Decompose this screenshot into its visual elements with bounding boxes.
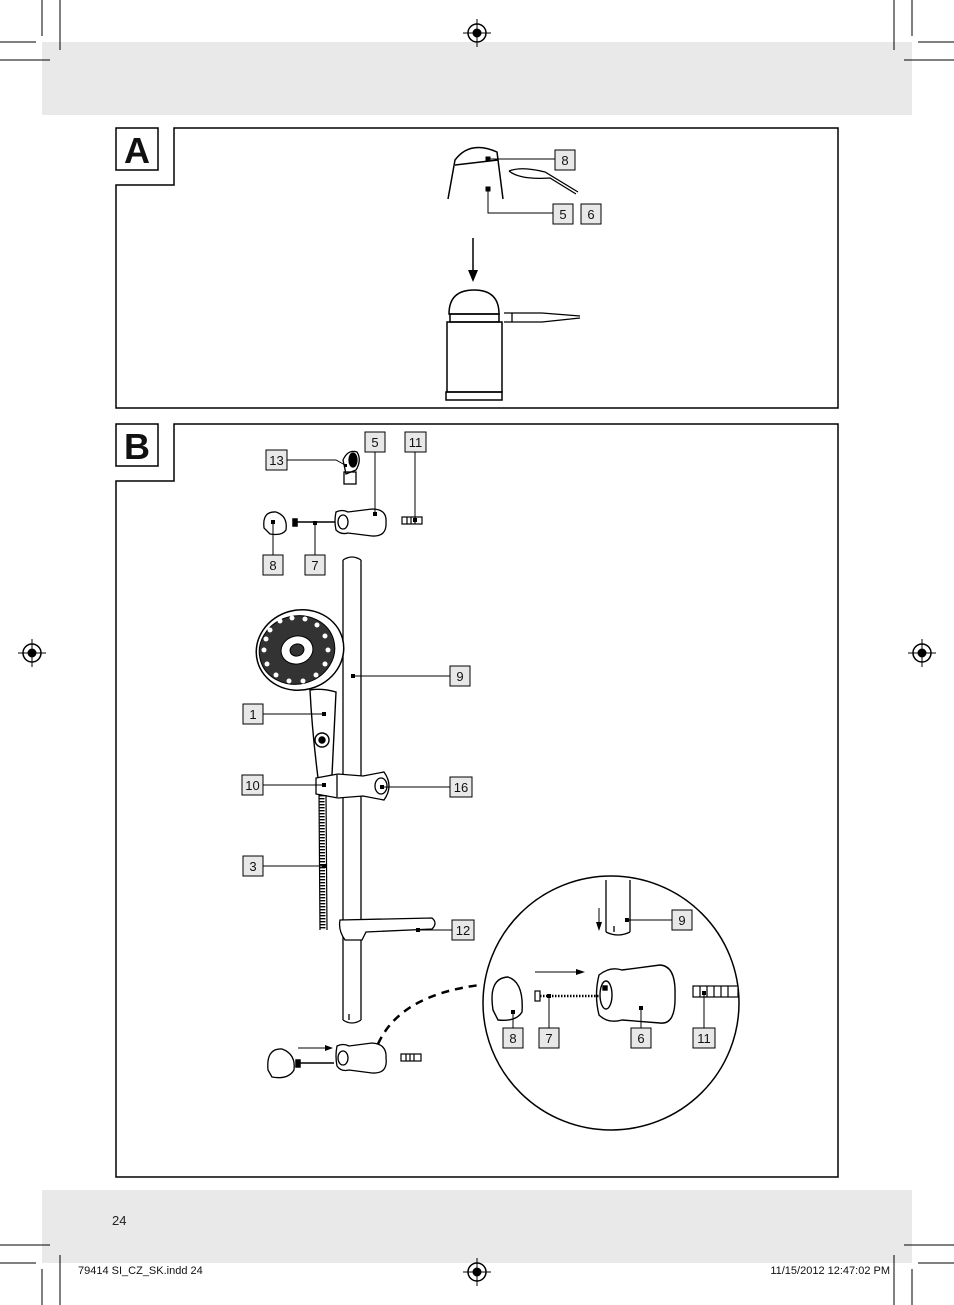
top-holder [334, 508, 387, 537]
registration-mark-right [908, 639, 936, 667]
svg-text:16: 16 [454, 780, 468, 795]
registration-mark-bottom [463, 1258, 491, 1286]
assembly-arrow-head [468, 270, 478, 282]
figure-a-letter: A [124, 130, 150, 171]
callout-b-10: 10 [241, 774, 264, 796]
callout-detail-7: 7 [538, 1027, 560, 1049]
figure-a-callouts [485, 156, 555, 214]
detail-circle [482, 875, 740, 1131]
page-number: 24 [112, 1213, 127, 1228]
svg-text:11: 11 [409, 435, 423, 450]
callout-detail-9: 9 [671, 909, 693, 931]
top-wall-plug [401, 516, 423, 525]
top-rosette-cap [263, 511, 287, 536]
svg-text:8: 8 [269, 558, 276, 573]
bar-slider [315, 771, 390, 801]
svg-text:1: 1 [249, 707, 256, 722]
hose-connector [342, 450, 360, 485]
callout-a-6: 6 [580, 203, 602, 225]
callout-a-5: 5 [552, 203, 574, 225]
svg-text:7: 7 [311, 558, 318, 573]
screwdriver-top [508, 168, 579, 195]
svg-text:6: 6 [587, 207, 594, 222]
callout-b-11: 11 [404, 431, 427, 453]
detail-wall-plug [692, 985, 739, 998]
svg-text:5: 5 [371, 435, 378, 450]
detail-bar-end [605, 880, 631, 936]
callout-b-13: 13 [265, 449, 288, 471]
rosette-cap-top [447, 146, 504, 200]
figure-b-badge: B [115, 423, 159, 467]
registration-mark-top [463, 19, 491, 47]
svg-text:13: 13 [269, 453, 283, 468]
callout-b-16: 16 [449, 776, 473, 798]
figure-a-frame [115, 127, 839, 409]
screwdriver-bottom [504, 312, 581, 323]
callout-b-7: 7 [304, 554, 326, 576]
svg-text:9: 9 [456, 669, 463, 684]
figure-b-callout-leaders [263, 452, 705, 1028]
footer-band [42, 1190, 912, 1263]
svg-text:10: 10 [245, 778, 259, 793]
svg-text:9: 9 [678, 913, 685, 928]
svg-text:5: 5 [559, 207, 566, 222]
bottom-insert-arrow-head [325, 1045, 333, 1051]
callout-detail-6: 6 [630, 1027, 652, 1049]
shower-head [255, 608, 345, 692]
svg-text:8: 8 [561, 153, 568, 168]
bottom-holder [335, 1042, 387, 1074]
callout-detail-11: 11 [692, 1027, 716, 1049]
soap-dish [338, 917, 436, 941]
figure-a-badge: A [115, 127, 159, 171]
callout-b-1: 1 [242, 703, 264, 725]
shower-handle [309, 688, 337, 779]
svg-text:6: 6 [637, 1031, 644, 1046]
print-slug-timestamp: 11/15/2012 12:47:02 PM [770, 1265, 890, 1277]
detail-screw [534, 990, 600, 1002]
figure-b-letter: B [124, 426, 150, 467]
callout-a-8: 8 [554, 149, 576, 171]
callout-b-5: 5 [364, 431, 386, 453]
bottom-screw [295, 1059, 334, 1068]
svg-text:11: 11 [697, 1031, 711, 1046]
bottom-wall-plug [400, 1053, 422, 1062]
wall-holder-assembled [445, 289, 503, 401]
detail-rosette-cap [491, 976, 523, 1022]
shower-hose [318, 794, 328, 931]
print-slug-filename: 79414 SI_CZ_SK.indd 24 [78, 1265, 203, 1277]
svg-text:8: 8 [509, 1031, 516, 1046]
detail-leader-dashed [376, 983, 481, 1045]
bottom-rosette-cap [267, 1048, 295, 1079]
detail-down-arrow-head [596, 922, 602, 931]
svg-text:12: 12 [456, 923, 470, 938]
detail-holder [595, 964, 676, 1024]
detail-right-arrow-head [576, 969, 585, 975]
callout-b-12: 12 [451, 919, 475, 941]
figure-b-callout-anchors [271, 464, 706, 1014]
header-band [42, 42, 912, 115]
figure-b-frame [115, 423, 839, 1178]
registration-mark-left [18, 639, 46, 667]
svg-text:7: 7 [545, 1031, 552, 1046]
callout-b-8: 8 [262, 554, 284, 576]
callout-detail-8: 8 [502, 1027, 524, 1049]
callout-b-3: 3 [242, 855, 264, 877]
svg-text:3: 3 [249, 859, 256, 874]
callout-b-9: 9 [449, 665, 471, 687]
